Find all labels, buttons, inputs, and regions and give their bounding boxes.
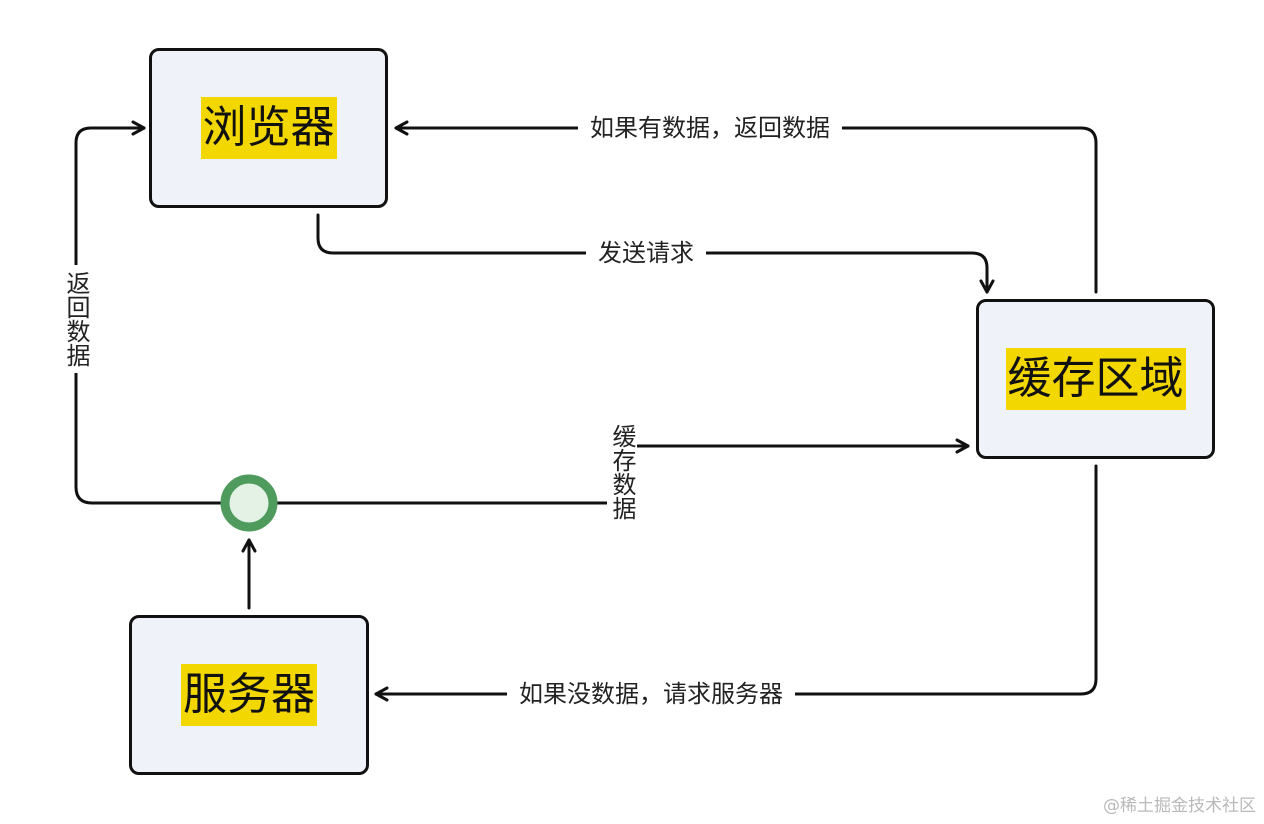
cache-label: 缓存区域 (1005, 347, 1186, 411)
server-label: 服务器 (181, 663, 317, 727)
browser-label: 浏览器 (200, 96, 337, 160)
watermark: @稀土掘金技术社区 (1103, 796, 1256, 816)
server-node: 服务器 (129, 615, 369, 775)
edge-label-hit-return: 如果有数据，返回数据 (578, 113, 842, 143)
edge-label-send-request: 发送请求 (586, 238, 706, 268)
edge-miss-request-line (374, 464, 1098, 702)
edge-label-miss-request-server: 如果没数据，请求服务器 (507, 679, 795, 709)
browser-node: 浏览器 (149, 48, 388, 208)
edge-label-cache-data: 缓存数据 (607, 418, 637, 526)
edge-label-return-data: 返回数据 (61, 265, 91, 373)
junction-node (220, 474, 278, 532)
edge-hit-return-line (394, 120, 1098, 294)
cache-node: 缓存区域 (976, 299, 1215, 459)
